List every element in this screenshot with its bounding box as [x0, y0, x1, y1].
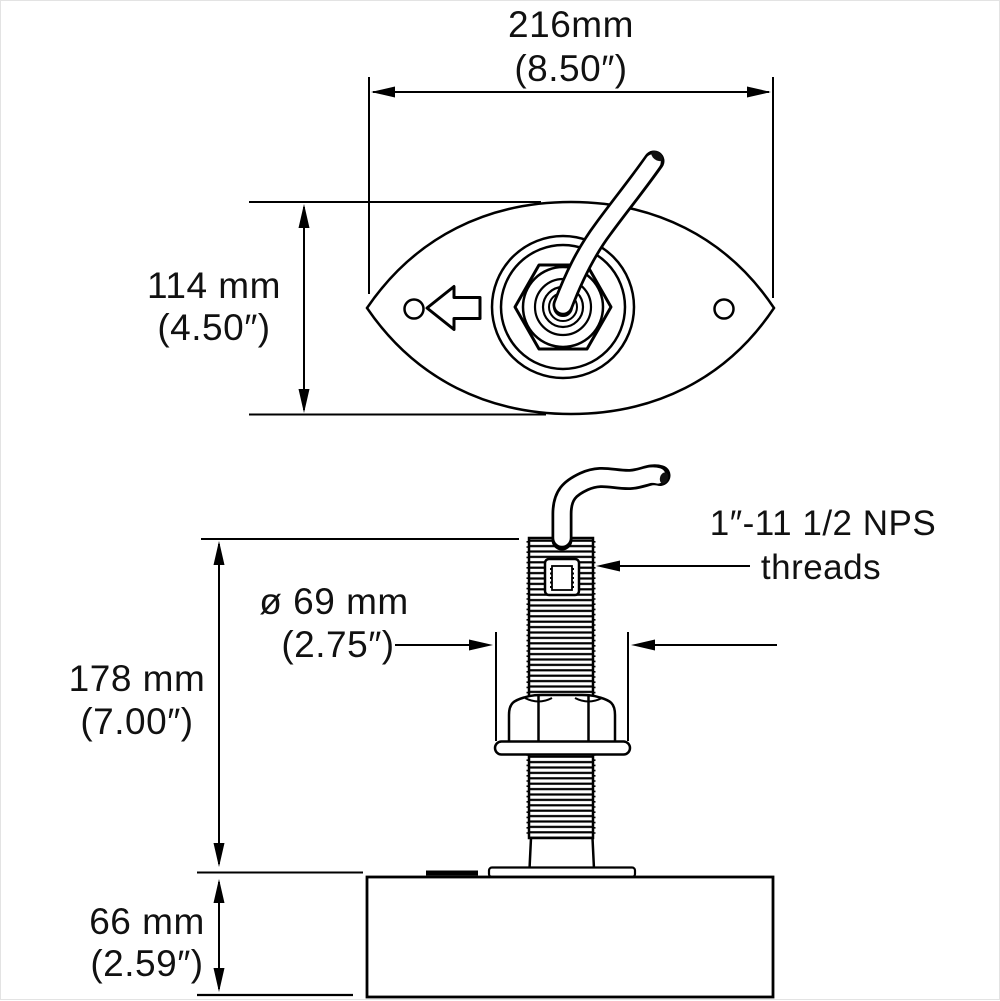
threads-arrowhead-icon	[596, 560, 620, 572]
gland-ring-1	[521, 265, 605, 349]
hex-nut-side-view	[507, 693, 617, 745]
cable-body	[555, 154, 661, 313]
side-view: 178 mm (7.00″) 66 mm (2.59″) ø 69 mm (2.…	[69, 464, 936, 999]
boss-outer-ring	[490, 234, 636, 380]
base-dimension-mm-label: 66 mm	[89, 901, 205, 942]
base-arrowhead-bottom-icon	[213, 968, 225, 992]
base-housing	[365, 875, 775, 999]
threads-callout-line2: threads	[761, 548, 881, 587]
nut-chamfer-arc-right	[574, 697, 603, 703]
width-dimension-mm-label: 216mm	[508, 4, 634, 45]
stem-base-plate	[487, 866, 637, 879]
dia-dimension-mm-label: ø 69 mm	[259, 581, 408, 622]
width-dimension-in-label: (8.50″)	[514, 48, 627, 89]
dia-dimension-in-label: (2.75″)	[281, 624, 394, 665]
top-view: 216mm (8.50″) 114 mm (4.50″)	[147, 4, 776, 416]
gasket-section-strip	[426, 870, 478, 876]
height-dimension-in-label: (4.50″)	[157, 307, 270, 348]
stem-lower-cylinder	[528, 837, 596, 870]
height-dimension-mm-label: 114 mm	[147, 265, 281, 306]
stem-arrowhead-top-icon	[213, 541, 225, 565]
cable-top-view	[552, 150, 665, 316]
cable-tip	[651, 150, 663, 162]
height-arrowhead-top-icon	[298, 204, 310, 228]
mounting-hole-right	[713, 298, 735, 320]
height-arrowhead-bottom-icon	[298, 389, 310, 413]
stem-dimension-in-label: (7.00″)	[80, 701, 193, 742]
stem-slot-inner	[551, 565, 573, 591]
cable-tip	[659, 472, 669, 484]
cable-side-view	[551, 464, 671, 551]
nut-flange-washer	[493, 740, 632, 756]
base-arrowhead-top-icon	[213, 879, 225, 903]
dia-arrowhead-left-icon	[469, 639, 493, 651]
flow-direction-arrow-icon	[425, 285, 482, 331]
mounting-hole-left	[403, 298, 425, 320]
boss-inner-ring	[499, 243, 627, 371]
stem-dimension-mm-label: 178 mm	[69, 658, 206, 699]
width-arrowhead-left-icon	[371, 86, 395, 98]
width-arrowhead-right-icon	[747, 86, 771, 98]
dia-arrowhead-right-icon	[631, 639, 655, 651]
stem-arrowhead-bottom-icon	[213, 843, 225, 867]
cable-body	[554, 467, 666, 546]
base-dimension-in-label: (2.59″)	[90, 943, 203, 984]
nut-chamfer-arc-left	[524, 697, 553, 703]
threads-callout-line1: 1″-11 1/2 NPS	[710, 504, 936, 543]
fairing-outline	[365, 200, 776, 416]
